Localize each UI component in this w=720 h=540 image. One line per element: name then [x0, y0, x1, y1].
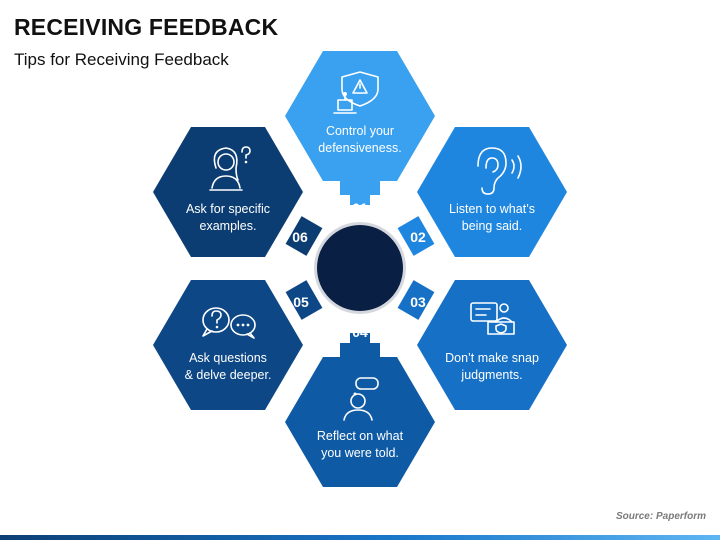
tip-hexagon-1: Control your defensiveness. 01: [285, 51, 435, 216]
connector-tab-4: [340, 333, 380, 357]
bottom-accent-bar: [0, 535, 720, 540]
judge-icon: [470, 302, 515, 335]
center-circle: [310, 218, 410, 318]
connector-tab-1: [340, 181, 380, 205]
tip-hexagon-5: Ask questions & delve deeper. 05: [153, 280, 323, 410]
tip-text-4a: Reflect on what: [317, 429, 404, 443]
tip-number-1: 01: [352, 200, 368, 216]
tip-hexagon-3: Don’t make snap judgments. 03: [397, 280, 567, 410]
question-chat-icon: [202, 307, 256, 339]
tip-text-2b: being said.: [462, 219, 522, 233]
thinking-person-icon: [343, 377, 379, 421]
tip-text-5a: Ask questions: [189, 351, 267, 365]
tip-hexagon-4: Reflect on what you were told. 04: [285, 324, 435, 487]
center-core: [317, 225, 403, 311]
tip-text-3a: Don’t make snap: [445, 351, 539, 365]
tip-text-6a: Ask for specific: [186, 202, 270, 216]
hexagon-shape-1: [285, 51, 435, 181]
hexagon-shape-3: [417, 280, 567, 410]
connector-tab-3: [397, 280, 435, 320]
hexagon-shape-4: [285, 357, 435, 487]
tip-number-4: 04: [352, 324, 368, 340]
woman-question-icon: [209, 146, 251, 191]
connector-tab-2: [397, 216, 435, 256]
page-title: RECEIVING FEEDBACK: [14, 14, 279, 40]
tip-number-5: 05: [293, 294, 309, 310]
hexagon-shape-5: [153, 280, 303, 410]
shield-alert-icon: [333, 71, 379, 114]
tip-text-1b: defensiveness.: [318, 141, 401, 155]
tip-text-1a: Control your: [326, 124, 394, 138]
tip-number-6: 06: [292, 229, 308, 245]
source-credit: Source: Paperform: [615, 511, 706, 522]
connector-tab-5: [285, 280, 323, 320]
tip-text-2a: Listen to what’s: [449, 202, 535, 216]
tip-text-5b: & delve deeper.: [185, 368, 272, 382]
page-subtitle: Tips for Receiving Feedback: [14, 50, 229, 69]
hexagon-shape-6: [153, 127, 303, 257]
tip-text-6b: examples.: [200, 219, 257, 233]
tip-text-4b: you were told.: [321, 446, 399, 460]
tip-hexagon-6: Ask for specific examples. 06: [153, 127, 323, 257]
tip-number-2: 02: [410, 229, 426, 245]
tip-number-3: 03: [410, 294, 426, 310]
tip-text-3b: judgments.: [460, 368, 522, 382]
connector-tab-6: [285, 216, 323, 256]
ear-icon: [477, 147, 522, 195]
tip-hexagon-2: Listen to what’s being said. 02: [397, 127, 567, 257]
